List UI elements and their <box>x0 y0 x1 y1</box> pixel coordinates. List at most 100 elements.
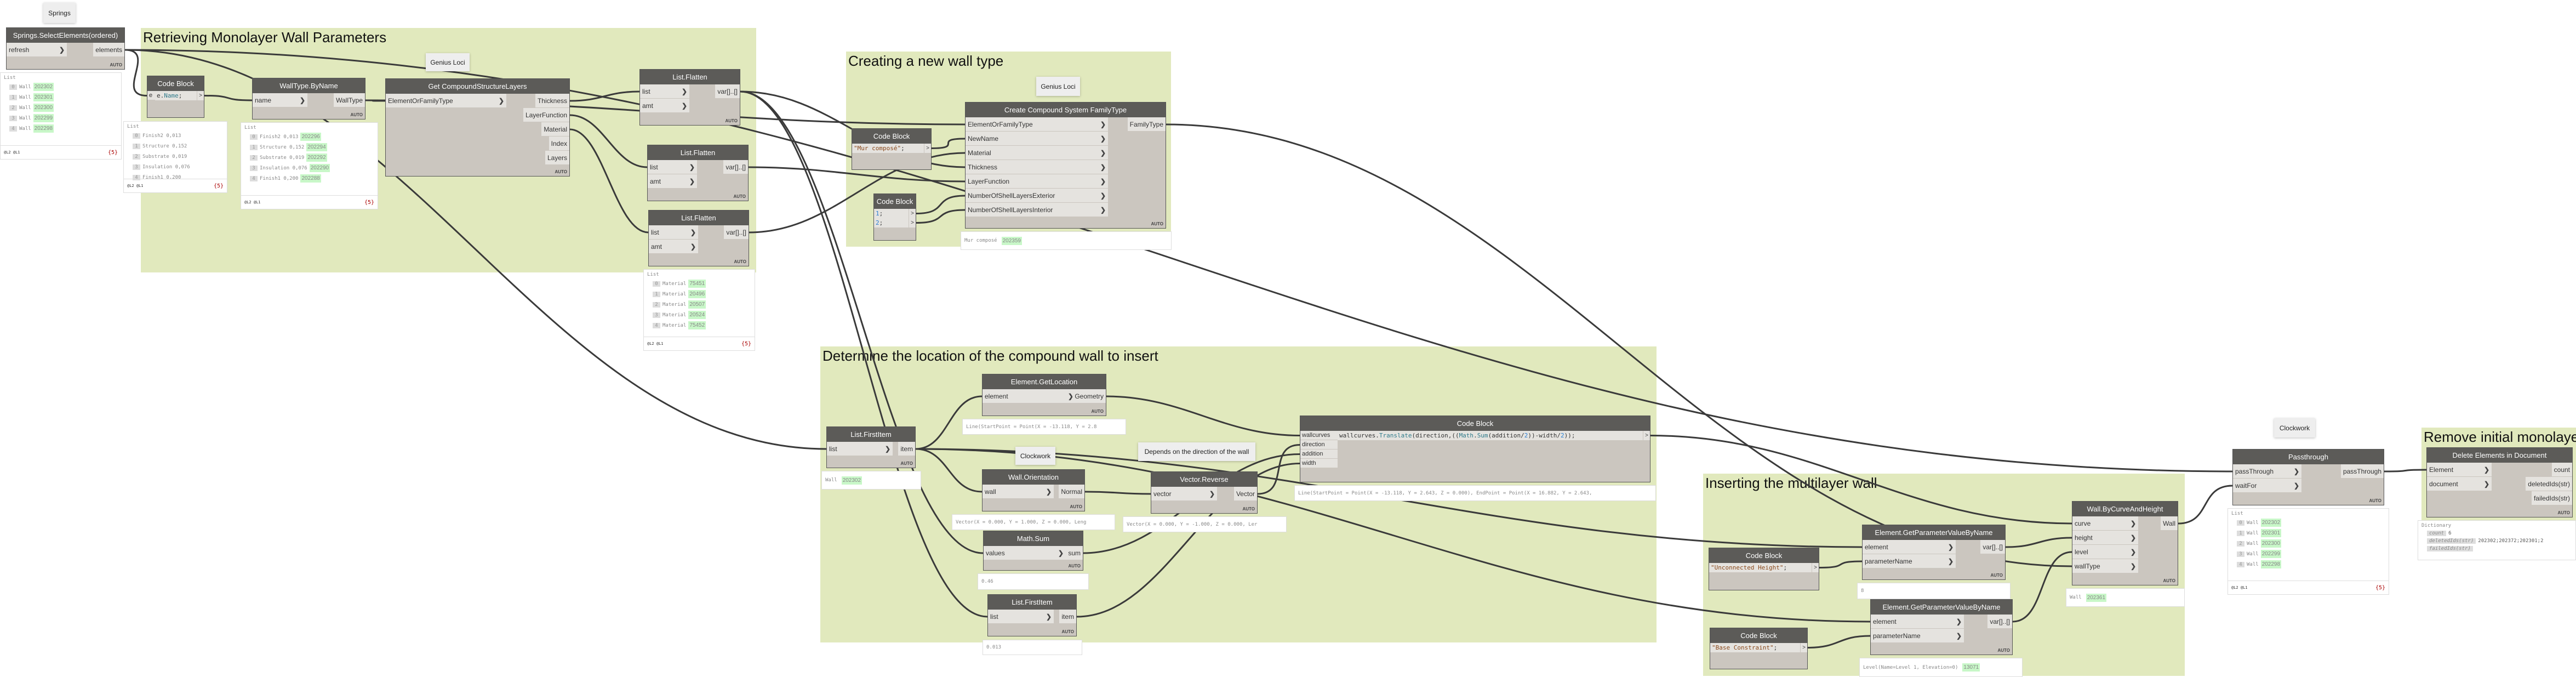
output-port-passthrough[interactable]: passThrough <box>2340 464 2384 478</box>
output-port-normal[interactable]: Normal <box>1059 485 1084 498</box>
lacing-label[interactable]: AUTO <box>555 169 567 174</box>
connector-wire[interactable] <box>915 448 983 493</box>
element-id-badge[interactable]: 202301 <box>33 93 54 101</box>
output-port-thickness[interactable]: Thickness <box>535 94 569 107</box>
node-title[interactable]: Element.GetLocation <box>983 374 1106 389</box>
output-port-geometry[interactable]: Geometry <box>1072 389 1106 403</box>
note-genius1[interactable]: Genius Loci <box>426 53 470 71</box>
connector-wire[interactable] <box>1084 491 1151 495</box>
node-title[interactable]: Element.GetParameterValueByName <box>1871 600 2012 615</box>
element-id-badge[interactable]: 202298 <box>2260 560 2282 568</box>
node-title[interactable]: Passthrough <box>2233 450 2384 464</box>
code-line[interactable]: 1; <box>874 209 909 218</box>
code-line[interactable]: 2; <box>874 218 909 227</box>
output-port-layers[interactable]: Layers <box>545 151 569 164</box>
element-id-badge[interactable]: 202361 <box>2086 593 2107 602</box>
node-title[interactable]: Wall.Orientation <box>983 470 1084 485</box>
element-id-badge[interactable]: 202292 <box>306 153 327 162</box>
element-id-badge[interactable]: 202298 <box>33 124 54 133</box>
note-springs[interactable]: Springs <box>43 3 76 23</box>
element-id-badge[interactable]: 202300 <box>2260 539 2282 548</box>
output-port[interactable]: > <box>924 144 931 153</box>
input-port-document[interactable]: document❯ <box>2427 477 2492 491</box>
output-port-layerfunction[interactable]: LayerFunction <box>523 108 569 122</box>
input-port-wallcurves[interactable]: wallcurves <box>1300 431 1338 440</box>
lacing-label[interactable]: AUTO <box>733 194 746 199</box>
input-port-thickness[interactable]: Thickness❯ <box>966 160 1108 174</box>
node-title[interactable]: Springs.SelectElements(ordered) <box>7 28 124 43</box>
output-port-var[interactable]: var[]..[] <box>1980 540 2005 554</box>
node-title[interactable]: Element.GetParameterValueByName <box>1863 525 2005 540</box>
output-port-count[interactable]: count <box>2551 463 2572 476</box>
connector-wire[interactable] <box>1650 435 2072 525</box>
node-title[interactable]: Code Block <box>1710 628 1807 643</box>
node-title[interactable]: List.Flatten <box>649 211 749 225</box>
output-port-item[interactable]: item <box>898 442 915 456</box>
output-port-walltype[interactable]: WallType <box>334 93 365 107</box>
connector-wire[interactable] <box>916 209 966 224</box>
note-genius2[interactable]: Genius Loci <box>1036 77 1080 96</box>
node-title[interactable]: Code Block <box>1709 548 1819 563</box>
code-line[interactable]: e.Name; <box>155 91 197 100</box>
input-port-element[interactable]: element❯ <box>983 389 1076 403</box>
input-port-wall[interactable]: wall❯ <box>983 485 1054 498</box>
element-id-badge[interactable]: 202290 <box>309 164 330 172</box>
element-id-badge[interactable]: 202302 <box>33 83 54 91</box>
input-port-amt[interactable]: amt❯ <box>649 240 698 253</box>
node-title[interactable]: Math.Sum <box>984 531 1083 546</box>
element-id-badge[interactable]: 202300 <box>33 104 54 112</box>
input-port-list[interactable]: list❯ <box>640 84 689 98</box>
connector-wire[interactable] <box>1106 395 1300 436</box>
connector-wire[interactable] <box>124 49 2233 473</box>
node-cbbc[interactable]: Code Block"Base Constraint";> <box>1710 628 1808 669</box>
element-id-badge[interactable]: 20507 <box>688 300 706 309</box>
input-port-e[interactable]: e <box>147 91 155 100</box>
connector-wire[interactable] <box>1807 635 1871 648</box>
output-port-item[interactable]: item <box>1059 610 1076 623</box>
input-port-passthrough[interactable]: passThrough❯ <box>2233 464 2301 478</box>
lacing-label[interactable]: AUTO <box>1990 573 2003 578</box>
lacing-label[interactable]: AUTO <box>1068 564 1081 568</box>
element-id-badge[interactable]: 75451 <box>688 280 706 288</box>
element-id-badge[interactable]: 202294 <box>306 143 327 151</box>
input-port-height[interactable]: height❯ <box>2072 531 2138 544</box>
input-port-elementorfamilytype[interactable]: ElementOrFamilyType❯ <box>966 117 1108 131</box>
node-title[interactable]: Vector.Reverse <box>1151 472 1257 487</box>
node-title[interactable]: List.FirstItem <box>827 427 915 442</box>
connector-wire[interactable] <box>124 49 147 96</box>
connector-wire[interactable] <box>569 114 648 168</box>
lacing-label[interactable]: AUTO <box>900 461 913 466</box>
lacing-label[interactable]: AUTO <box>725 118 738 123</box>
output-port-var[interactable]: var[]..[] <box>1987 615 2012 628</box>
output-port[interactable]: > <box>197 91 204 100</box>
node-title[interactable]: List.Flatten <box>640 70 740 84</box>
lacing-label[interactable]: AUTO <box>2163 578 2175 583</box>
input-port-direction[interactable]: direction <box>1300 440 1338 450</box>
lacing-label[interactable]: AUTO <box>1070 504 1082 509</box>
element-id-badge[interactable]: 75452 <box>688 321 706 329</box>
connector-wire[interactable] <box>124 49 827 450</box>
node-title[interactable]: Code Block <box>852 129 931 144</box>
list-levels[interactable]: @L2 @L1 <box>244 200 261 204</box>
lacing-label[interactable]: AUTO <box>110 62 122 67</box>
output-port-sum[interactable]: sum <box>1066 546 1083 560</box>
note-clock1[interactable]: Clockwork <box>1015 447 1055 465</box>
input-port-vector[interactable]: vector❯ <box>1151 487 1217 500</box>
element-id-badge[interactable]: 202288 <box>300 174 321 183</box>
connector-wire[interactable] <box>2012 551 2072 623</box>
node-title[interactable]: Get CompoundStructureLayers <box>386 79 569 94</box>
connector-wire[interactable] <box>740 90 988 618</box>
node-title[interactable]: Delete Elements in Document <box>2427 448 2572 463</box>
output-port-var[interactable]: var[]..[] <box>724 225 749 239</box>
input-port-layerfunction[interactable]: LayerFunction❯ <box>966 174 1108 188</box>
input-port-width[interactable]: width <box>1300 459 1338 468</box>
